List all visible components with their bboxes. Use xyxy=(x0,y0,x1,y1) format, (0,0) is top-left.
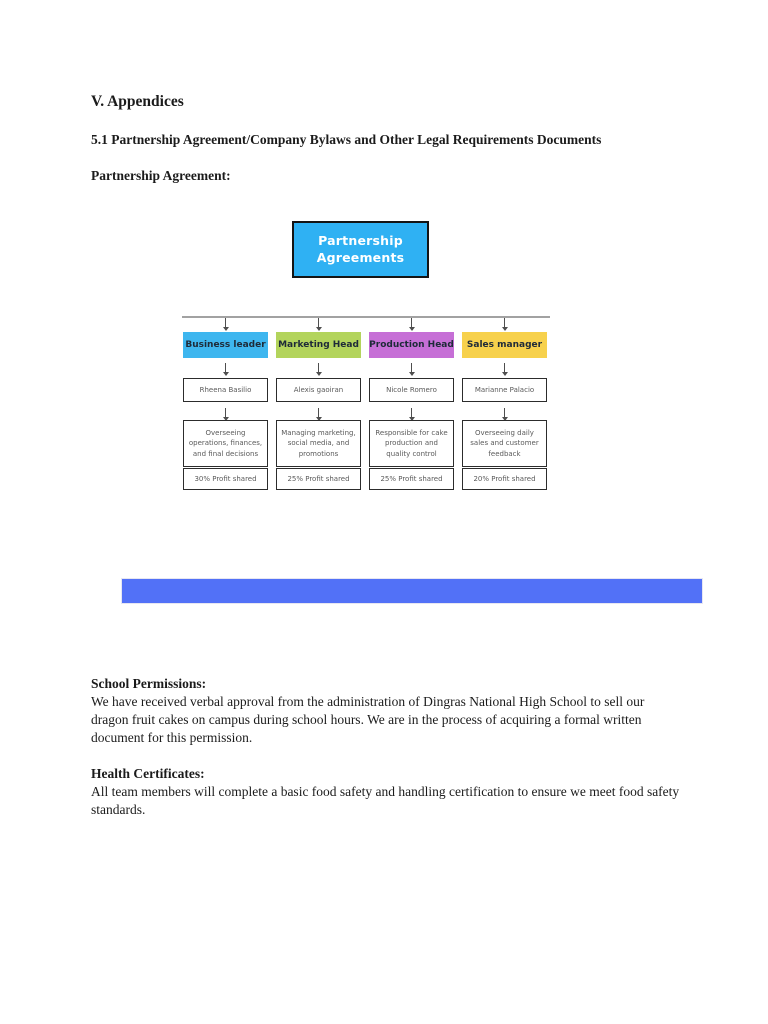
school-permissions-title: School Permissions: xyxy=(91,676,207,691)
member-name-box: Alexis gaoiran xyxy=(276,378,361,402)
school-permissions-section: School Permissions: We have received ver… xyxy=(91,675,681,747)
arrow-down-icon xyxy=(276,363,361,376)
role-row: Business leader Marketing Head Productio… xyxy=(183,332,547,358)
member-name-box: Nicole Romero xyxy=(369,378,454,402)
connector-arrows-row xyxy=(183,408,547,421)
responsibility-box: Responsible for cake production and qual… xyxy=(369,420,454,467)
profit-share-box: 20% Profit shared xyxy=(462,468,547,490)
health-certificates-text: All team members will complete a basic f… xyxy=(91,783,680,817)
member-name-box: Rheena Basilio xyxy=(183,378,268,402)
connector-arrows-row xyxy=(183,363,547,376)
school-permissions-text: We have received verbal approval from th… xyxy=(91,693,645,745)
connector-line xyxy=(182,316,550,318)
partnership-agreement-label: Partnership Agreement: xyxy=(91,168,231,183)
responsibility-row: Overseeing operations, finances, and fin… xyxy=(183,420,547,467)
health-certificates-section: Health Certificates: All team members wi… xyxy=(91,765,681,819)
role-box-production-head: Production Head xyxy=(369,332,454,358)
profit-share-box: 30% Profit shared xyxy=(183,468,268,490)
arrow-down-icon xyxy=(369,408,454,421)
arrow-down-icon xyxy=(462,363,547,376)
arrow-down-icon xyxy=(183,408,268,421)
org-chart: Partnership Agreements Business leader M… xyxy=(182,221,563,496)
profit-share-box: 25% Profit shared xyxy=(369,468,454,490)
section-heading: 5.1 Partnership Agreement/Company Bylaws… xyxy=(91,132,602,147)
connector-arrows-row xyxy=(183,318,547,331)
arrow-down-icon xyxy=(369,318,454,331)
arrow-down-icon xyxy=(462,408,547,421)
profit-row: 30% Profit shared 25% Profit shared 25% … xyxy=(183,468,547,490)
arrow-down-icon xyxy=(462,318,547,331)
role-box-business-leader: Business leader xyxy=(183,332,268,358)
blue-divider-bar xyxy=(121,578,703,604)
role-box-sales-manager: Sales manager xyxy=(462,332,547,358)
member-name-box: Marianne Palacio xyxy=(462,378,547,402)
arrow-down-icon xyxy=(183,363,268,376)
arrow-down-icon xyxy=(276,318,361,331)
page-title: V. Appendices xyxy=(91,93,184,110)
org-chart-root-box: Partnership Agreements xyxy=(292,221,429,278)
arrow-down-icon xyxy=(183,318,268,331)
arrow-down-icon xyxy=(276,408,361,421)
health-certificates-title: Health Certificates: xyxy=(91,766,205,781)
arrow-down-icon xyxy=(369,363,454,376)
name-row: Rheena Basilio Alexis gaoiran Nicole Rom… xyxy=(183,378,547,402)
role-box-marketing-head: Marketing Head xyxy=(276,332,361,358)
responsibility-box: Managing marketing, social media, and pr… xyxy=(276,420,361,467)
responsibility-box: Overseeing daily sales and customer feed… xyxy=(462,420,547,467)
responsibility-box: Overseeing operations, finances, and fin… xyxy=(183,420,268,467)
profit-share-box: 25% Profit shared xyxy=(276,468,361,490)
